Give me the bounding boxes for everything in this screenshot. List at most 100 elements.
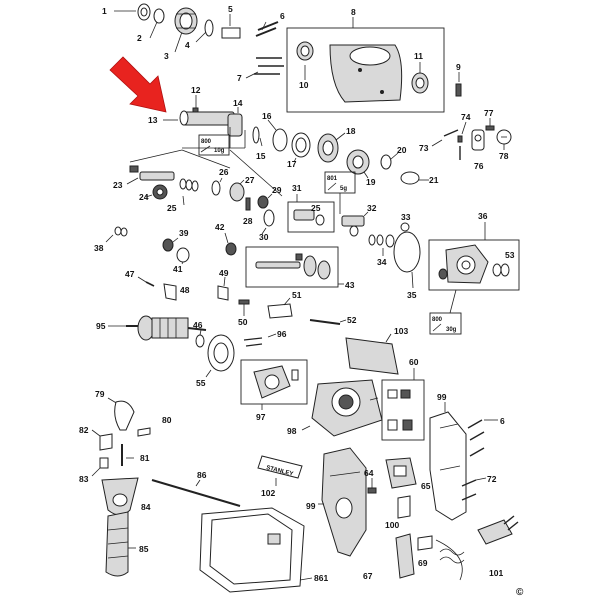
label-97: 97 [256, 412, 266, 422]
part-102-nameplate: STANLEY [257, 455, 303, 486]
part-67-cord-guard [395, 533, 415, 579]
part-38-clips [105, 226, 128, 243]
part-32-striker [341, 211, 369, 237]
label-69: 69 [418, 558, 428, 568]
label-17: 17 [287, 159, 297, 169]
label-25: 25 [167, 203, 177, 213]
label-79: 79 [95, 389, 105, 399]
part-7-screws [245, 57, 284, 79]
label-77: 77 [484, 108, 494, 118]
part-51-bracket [267, 297, 293, 319]
label-41: 41 [173, 264, 183, 274]
label-49: 49 [219, 268, 229, 278]
label-12: 12 [191, 85, 201, 95]
label-1: 1 [102, 6, 107, 16]
label-26: 26 [219, 167, 229, 177]
part-19-gear [346, 149, 370, 179]
part-78-cap [496, 129, 512, 150]
label-51: 51 [292, 290, 302, 300]
part-81-spring [121, 444, 134, 466]
part-84-handle-bracket [101, 477, 139, 516]
label-72: 72 [487, 474, 497, 484]
label-65: 65 [421, 481, 431, 491]
part-13-spindle [163, 95, 246, 149]
label-8: 8 [351, 7, 356, 17]
part-95-armature [108, 315, 207, 341]
label-67: 67 [363, 571, 373, 581]
part-15-ring [252, 126, 263, 147]
part-8-gear-housing [286, 17, 445, 113]
part-3-tool-holder [174, 7, 198, 53]
label-29: 29 [272, 185, 282, 195]
label-6-right: 6 [500, 416, 505, 426]
label-52: 52 [347, 315, 357, 325]
svg-text:800: 800 [432, 317, 443, 323]
label-55: 55 [196, 378, 206, 388]
label-76: 76 [474, 161, 484, 171]
part-97-brush-holder [240, 359, 308, 410]
part-39-bearing [162, 237, 179, 252]
label-50: 50 [238, 317, 248, 327]
label-47: 47 [125, 269, 135, 279]
part-85-side-handle [105, 511, 136, 577]
label-10: 10 [299, 80, 309, 90]
part-861-carry-case [199, 507, 313, 593]
label-36: 36 [478, 211, 488, 221]
part-72-screws [461, 477, 487, 501]
label-103: 103 [394, 326, 408, 336]
part-21-o-ring [400, 171, 429, 185]
part-42-nut [224, 232, 237, 256]
part-1-washer [114, 3, 151, 21]
part-25-washers [179, 178, 199, 206]
part-73-screw [431, 129, 459, 147]
label-861: 861 [314, 573, 328, 583]
label-96: 96 [277, 329, 287, 339]
label-82: 82 [79, 425, 89, 435]
part-96-screws [243, 333, 277, 347]
part-41-bearing [176, 247, 190, 265]
svg-text:30g: 30g [446, 327, 457, 333]
label-5: 5 [228, 4, 233, 14]
label-39: 39 [179, 228, 189, 238]
part-17-coupling [291, 132, 311, 163]
label-18: 18 [346, 126, 356, 136]
part-2-ring [149, 8, 165, 39]
label-60: 60 [409, 357, 419, 367]
part-49-clip [217, 276, 229, 301]
label-28: 28 [243, 216, 253, 226]
label-53: 53 [505, 250, 515, 260]
part-99-housing [318, 447, 367, 557]
label-31: 31 [292, 183, 302, 193]
part-29-spring [257, 193, 273, 209]
label-64: 64 [364, 468, 374, 478]
label-42: 42 [215, 222, 225, 232]
label-15: 15 [256, 151, 266, 161]
label-33: 33 [401, 212, 411, 222]
label-2: 2 [137, 33, 142, 43]
label-11: 11 [414, 51, 423, 61]
label-14: 14 [233, 98, 243, 108]
label-27: 27 [245, 175, 255, 185]
red-pointer-arrow [109, 56, 167, 113]
part-86-depth-rod [151, 479, 241, 507]
grease-label-801-5g: 801 5g [324, 171, 356, 214]
copyright-mark: © [516, 587, 524, 598]
label-80: 80 [162, 415, 172, 425]
part-83-nut [91, 457, 109, 477]
part-80-pin [137, 427, 151, 437]
label-74: 74 [461, 112, 471, 122]
label-100: 100 [385, 520, 399, 530]
label-21: 21 [429, 175, 439, 185]
label-85: 85 [139, 544, 149, 554]
svg-text:800: 800 [201, 139, 212, 145]
part-28-pin [245, 197, 251, 211]
part-16-ring [267, 119, 288, 152]
part-23-shaft [126, 165, 175, 185]
label-48: 48 [180, 285, 190, 295]
part-9-pin [455, 72, 462, 97]
part-74-pin [457, 121, 467, 160]
assembly-bracket-lines [129, 149, 283, 197]
part-6-screws-right [467, 419, 498, 457]
part-31-subassembly [287, 194, 335, 233]
